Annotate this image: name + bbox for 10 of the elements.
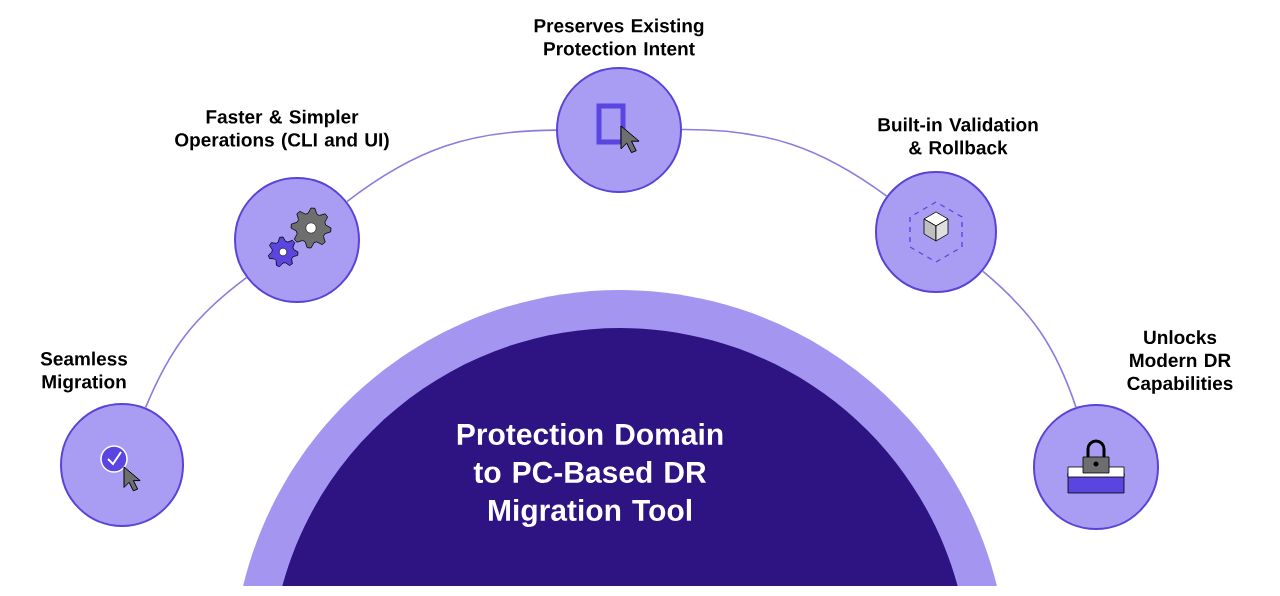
connector-arc (144, 276, 248, 409)
feature-heading: Preserves Existing Protection Intent (534, 18, 704, 56)
feature-heading: Faster & Simpler Operations (CLI and UI) (175, 109, 389, 151)
feature-heading: Built-in Validation & Rollback (878, 117, 1038, 155)
feature-heading: Seamless Migration (40, 351, 128, 393)
connector-arc (346, 129, 557, 203)
connector-arc (681, 128, 888, 197)
dome-title: Protection Domain to PC-Based DR Migration Tool (457, 422, 723, 528)
feature-heading: Unlocks Modern DR Capabilities (1127, 330, 1233, 394)
connector-arc (981, 270, 1077, 409)
